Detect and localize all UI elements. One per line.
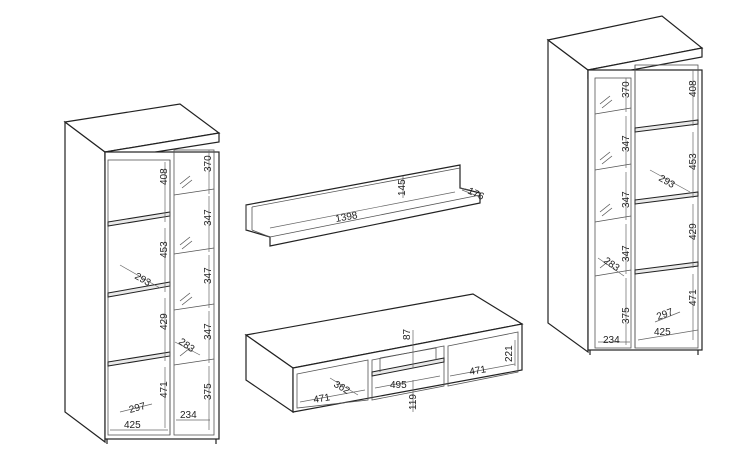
left-glass-width: 234 <box>180 410 197 421</box>
left-glass-h5: 375 <box>203 383 214 400</box>
left-cabinet-side <box>64 120 106 444</box>
left-glass-h1: 370 <box>203 155 214 172</box>
left-open-width: 425 <box>124 420 141 431</box>
right-glass-h5: 375 <box>621 307 632 324</box>
tv-stand-dims <box>299 330 516 412</box>
wall-shelf-body <box>245 164 481 247</box>
tv-top: 87 <box>402 328 413 340</box>
left-glass-hatch <box>179 175 193 357</box>
left-glass-shelf-1 <box>173 188 215 196</box>
tv-left-width: 471 <box>313 392 332 406</box>
wall-shelf-length: 1398 <box>335 210 359 225</box>
left-dim-lines <box>110 150 210 431</box>
left-glass-h2: 347 <box>203 209 214 226</box>
wall-shelf-height: 145 <box>397 179 408 196</box>
right-glass-hatch <box>599 95 613 269</box>
wall-shelf: 1398 145 176 <box>245 164 486 247</box>
right-glass-h4: 347 <box>621 245 632 262</box>
left-glass-shelf-3 <box>173 303 215 311</box>
tv-mid-width: 495 <box>390 380 407 391</box>
left-open-h2: 453 <box>159 241 170 258</box>
right-cabinet-front <box>587 69 703 351</box>
left-glass-column <box>173 149 215 436</box>
left-glass-shelf-2 <box>173 247 215 255</box>
left-open-shelf-depth: 297 <box>128 401 147 416</box>
tv-left-compartment <box>296 359 369 409</box>
right-open-h3: 429 <box>688 223 699 240</box>
tv-mid-shelf <box>371 357 445 377</box>
right-glass-column <box>594 77 632 349</box>
right-glass-h1: 370 <box>621 81 632 98</box>
left-open-h1: 408 <box>159 168 170 185</box>
left-open-h4: 471 <box>159 381 170 398</box>
left-open-h3: 429 <box>159 313 170 330</box>
left-glass-shelf-4 <box>173 358 215 366</box>
tv-right-height: 221 <box>504 345 515 362</box>
right-open-h2: 453 <box>688 153 699 170</box>
right-cabinet-side <box>547 38 589 354</box>
left-glass-h4: 347 <box>203 323 214 340</box>
tv-height: 119 <box>408 394 419 410</box>
tv-stand: 87 119 471 362 495 471 221 <box>244 293 524 414</box>
right-open-h1: 408 <box>688 80 699 97</box>
left-glass-h3: 347 <box>203 267 214 284</box>
right-open-h4: 471 <box>688 289 699 306</box>
right-glass-h3: 347 <box>621 191 632 208</box>
right-cabinet: 370 347 347 347 375 283 234 408 453 429 … <box>546 15 704 355</box>
right-dim-lines <box>597 70 699 345</box>
wall-shelf-dims <box>269 176 481 229</box>
right-glass-width: 234 <box>603 335 620 346</box>
right-glass-h2: 347 <box>621 135 632 152</box>
left-cabinet: 408 453 429 471 293 297 425 370 347 347 … <box>63 103 221 444</box>
left-cabinet-front <box>104 151 220 440</box>
tv-right-width: 471 <box>469 364 488 378</box>
right-open-width: 425 <box>654 327 671 338</box>
tv-right-compartment <box>447 331 519 387</box>
